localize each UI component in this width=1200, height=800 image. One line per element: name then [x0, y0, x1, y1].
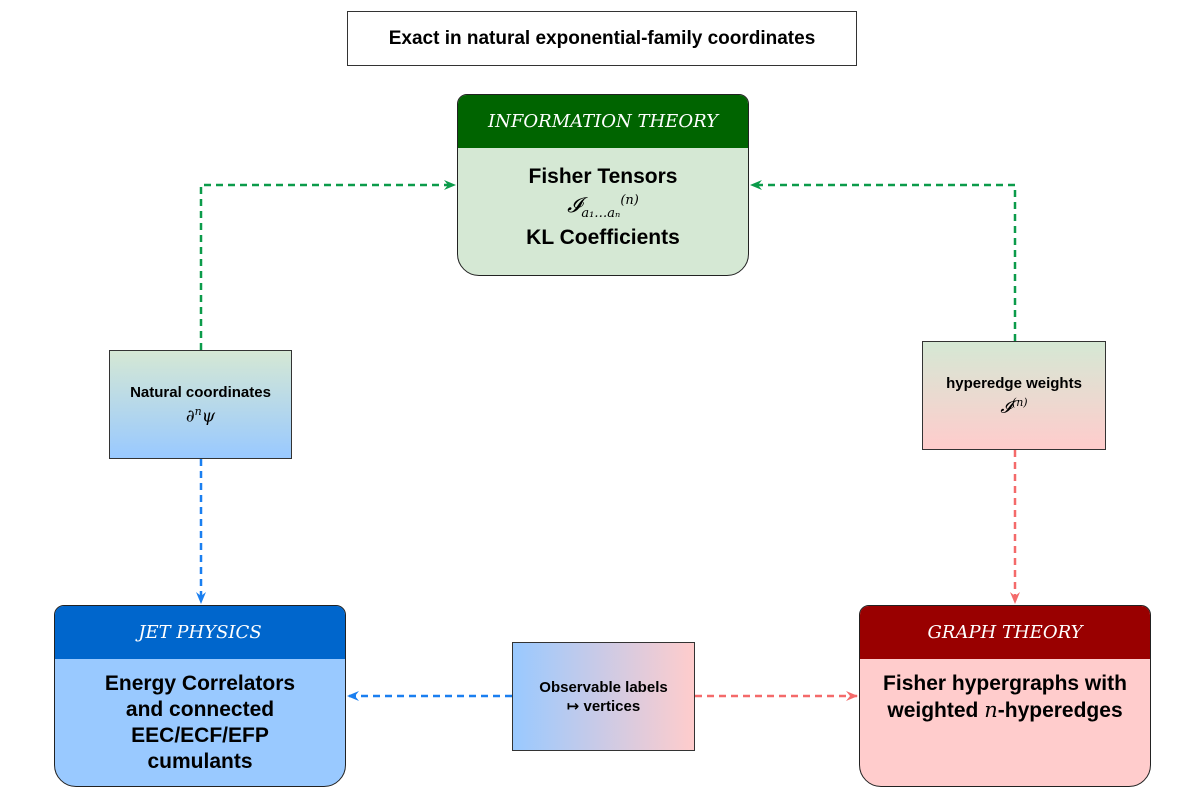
jet-physics-title: JET PHYSICS	[55, 606, 345, 659]
graph-theory-node: GRAPH THEORY Fisher hypergraphs with wei…	[859, 605, 1151, 787]
jet-line-2: and connected	[125, 698, 275, 721]
header-title-box: Exact in natural exponential-family coor…	[347, 11, 857, 66]
natural-coordinates-label-box: Natural coordinates ∂nψ	[109, 350, 292, 459]
jet-line-4: cumulants	[147, 750, 253, 773]
observable-labels-line-2: ↦ vertices	[566, 697, 641, 715]
observable-labels-line-1: Observable labels	[539, 678, 668, 696]
hyperedge-weights-text: hyperedge weights	[946, 374, 1082, 392]
jet-line-3: EEC/ECF/EFP	[131, 724, 269, 747]
hyperedge-weights-math: 𝓘(n)	[1000, 395, 1028, 418]
observable-labels-box: Observable labels ↦ vertices	[512, 642, 695, 751]
header-title: Exact in natural exponential-family coor…	[388, 27, 816, 49]
natural-coordinates-math: ∂nψ	[185, 404, 216, 427]
graph-theory-title: GRAPH THEORY	[860, 606, 1150, 659]
fisher-tensors-label: Fisher Tensors	[528, 165, 678, 188]
jet-line-1: Energy Correlators	[104, 672, 296, 695]
graph-line-1: Fisher hypergraphs with	[883, 672, 1127, 695]
hyperedge-weights-label-box: hyperedge weights 𝓘(n)	[922, 341, 1106, 450]
information-theory-node: INFORMATION THEORY Fisher Tensors 𝓘a₁…aₙ…	[457, 94, 749, 276]
graph-line-2: weighted n-hyperedges	[887, 698, 1123, 722]
natural-coordinates-text: Natural coordinates	[130, 383, 271, 401]
kl-coefficients-label: KL Coefficients	[526, 226, 680, 250]
edge-hyper-to-info	[750, 180, 1017, 341]
edge-natural-to-info	[199, 180, 456, 350]
fisher-tensor-symbol: 𝓘a₁…aₙ(n)	[567, 193, 639, 222]
jet-physics-node: JET PHYSICS Energy Correlators and conne…	[54, 605, 346, 787]
information-theory-title: INFORMATION THEORY	[458, 95, 748, 148]
